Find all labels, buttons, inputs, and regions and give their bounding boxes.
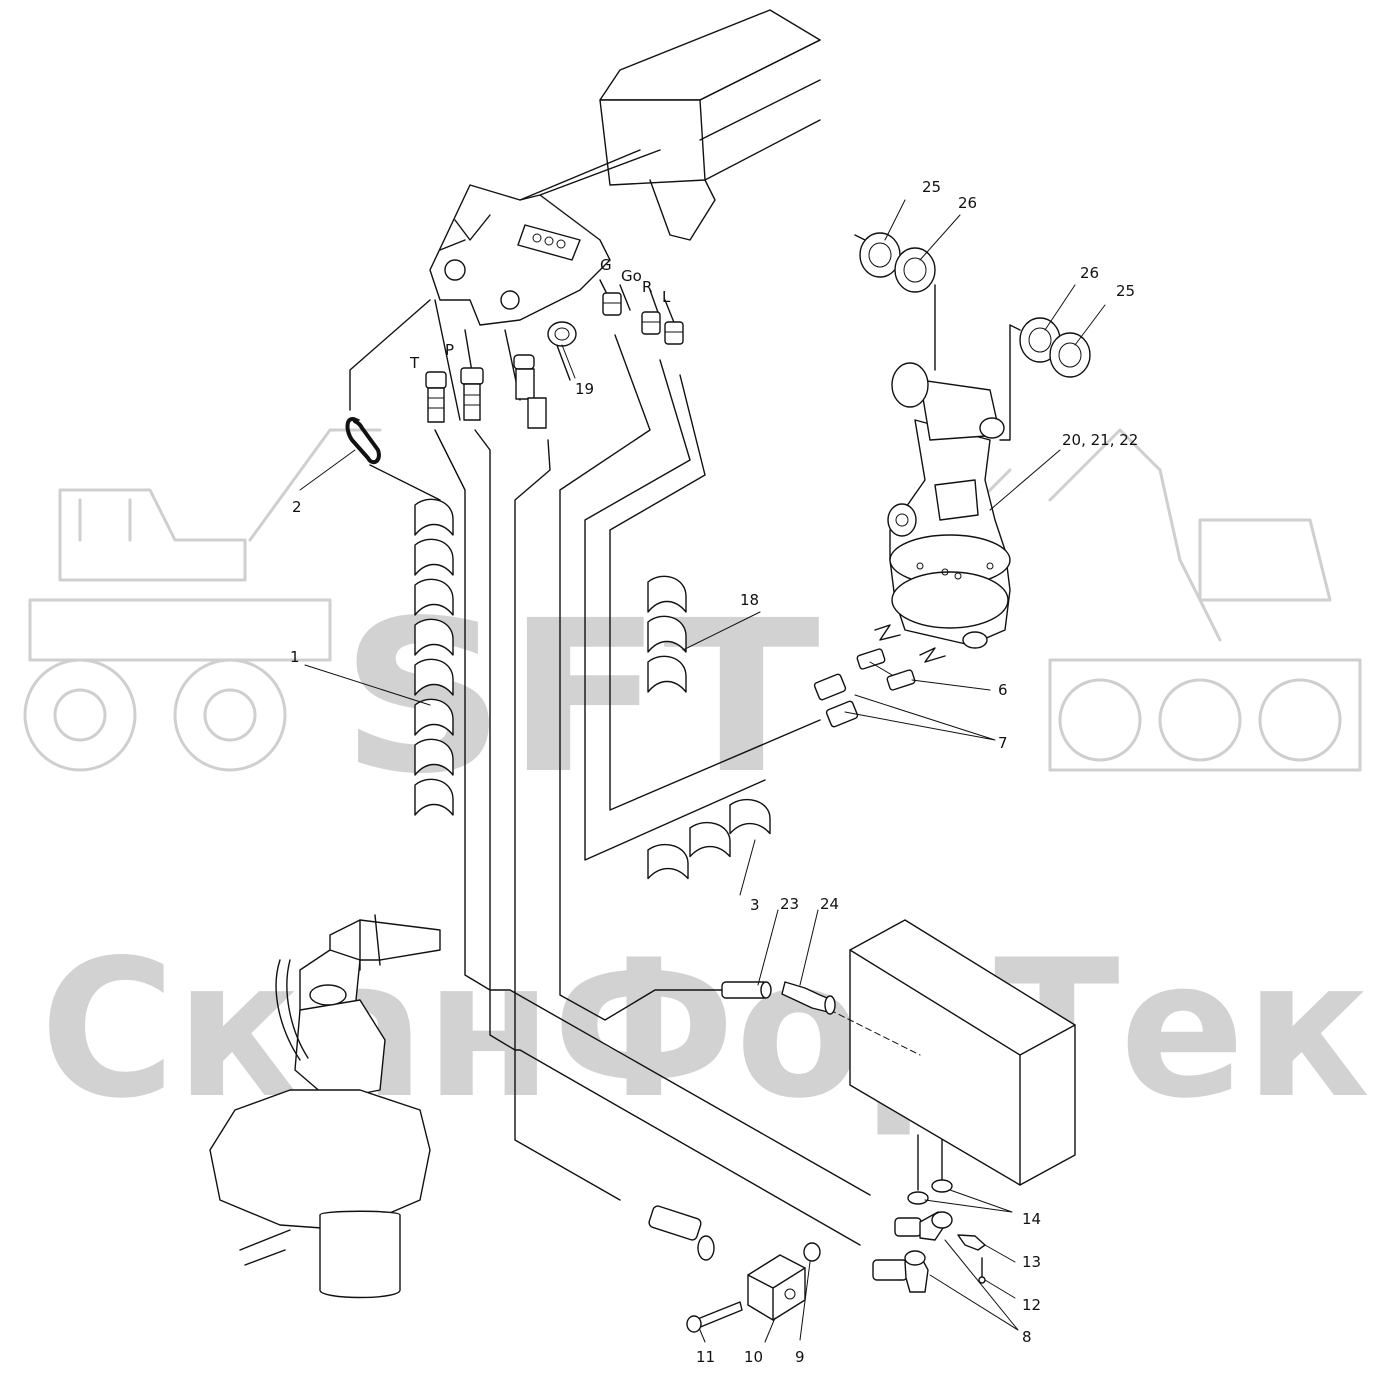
- port-label-Go: Go: [621, 267, 642, 285]
- spiral-coil: [647, 843, 689, 880]
- spiral-guard-18: [647, 575, 687, 693]
- spiral-coil: [414, 618, 454, 656]
- port-labels: T P G Go R L: [409, 256, 671, 372]
- callout-26-side: 26: [1080, 264, 1099, 282]
- callout-14: 14: [1022, 1210, 1041, 1228]
- fitting-L: [664, 321, 684, 345]
- spiral-coil: [414, 538, 454, 576]
- nut-9: [803, 1242, 821, 1262]
- callout-18: 18: [740, 591, 759, 609]
- callout-8: 8: [1022, 1328, 1032, 1346]
- leader-lines: [299, 199, 1106, 1343]
- watermark: SFT СканФорТек: [23, 428, 1370, 1140]
- callout-10: 10: [744, 1348, 763, 1366]
- tank-box: [829, 919, 1076, 1191]
- spiral-coil: [414, 738, 454, 776]
- callout-6: 6: [998, 681, 1008, 699]
- hose-end-7-lower: [825, 700, 859, 728]
- washer-19: [547, 321, 577, 347]
- callout-25-side: 25: [1116, 282, 1135, 300]
- callout-19: 19: [575, 380, 594, 398]
- elbow-8-lower: [872, 1250, 929, 1293]
- port-label-T: T: [409, 354, 420, 372]
- spiral-coil: [647, 655, 687, 693]
- callout-3: 3: [750, 896, 760, 914]
- callout-11: 11: [696, 1348, 715, 1366]
- hose-lines: [349, 279, 871, 1246]
- port-label-R: R: [642, 278, 652, 296]
- spiral-guard-3: [647, 798, 771, 880]
- clamp-13: [957, 1234, 986, 1251]
- spiral-coil: [689, 821, 731, 858]
- hose-end-fitting-T: [425, 371, 447, 423]
- washer-26-top: [894, 247, 936, 293]
- spiral-coil: [414, 498, 454, 536]
- spiral-coil: [647, 575, 687, 613]
- elbow-8-upper: [894, 1211, 953, 1241]
- boom-arm: [429, 9, 821, 326]
- callout-7: 7: [998, 734, 1008, 752]
- spiral-coil: [414, 778, 454, 816]
- callout-20-21-22: 20, 21, 22: [1062, 431, 1138, 449]
- hose-clip-2: [345, 417, 381, 465]
- callout-9: 9: [795, 1348, 805, 1366]
- spiral-guard-1: [414, 498, 454, 816]
- elbow-24: [781, 981, 836, 1015]
- washer-25-top: [859, 232, 901, 278]
- callout-13: 13: [1022, 1253, 1041, 1271]
- rotator-20-21-22: [874, 362, 1011, 663]
- hose-end-23: [721, 981, 772, 999]
- fitting-G: [602, 292, 622, 316]
- watermark-brand: SFT: [340, 575, 820, 820]
- adapter-6-lower: [886, 669, 916, 691]
- callout-2: 2: [292, 498, 302, 516]
- spiral-coil: [414, 698, 454, 736]
- hose-end-fitting-pressure: [513, 354, 547, 429]
- spiral-coil: [729, 798, 771, 835]
- callout-23: 23: [780, 895, 799, 913]
- hose-end-7-upper: [813, 673, 847, 701]
- port-label-L: L: [662, 288, 671, 306]
- hose-end-lower: [648, 1205, 715, 1261]
- callout-1: 1: [290, 648, 300, 666]
- watermark-excavator-right: [958, 428, 1362, 772]
- callout-25-top: 25: [922, 178, 941, 196]
- watermark-company: СканФорТек: [40, 919, 1370, 1140]
- callout-labels: 1 2 3 6 7 8 9 10 11 12 13 14 18 19 20, 2…: [290, 178, 1138, 1366]
- spiral-coil: [414, 658, 454, 696]
- hose-end-fitting-P: [460, 367, 484, 421]
- adapter-6-upper: [856, 648, 886, 670]
- spiral-coil: [414, 578, 454, 616]
- port-label-G: G: [600, 256, 612, 274]
- callout-24: 24: [820, 895, 839, 913]
- block-10: [747, 1254, 806, 1321]
- screw-12: [978, 1257, 986, 1284]
- port-label-P: P: [445, 341, 454, 359]
- pump-engine-assembly: [209, 914, 441, 1299]
- washer-25-side: [1049, 332, 1091, 378]
- fitting-R: [641, 311, 661, 335]
- callout-12: 12: [1022, 1296, 1041, 1314]
- spiral-coil: [647, 615, 687, 653]
- o-rings-14: [907, 1179, 953, 1205]
- watermark-tractor-left: [23, 428, 382, 772]
- bolt-11: [686, 1301, 743, 1333]
- callout-26-top: 26: [958, 194, 977, 212]
